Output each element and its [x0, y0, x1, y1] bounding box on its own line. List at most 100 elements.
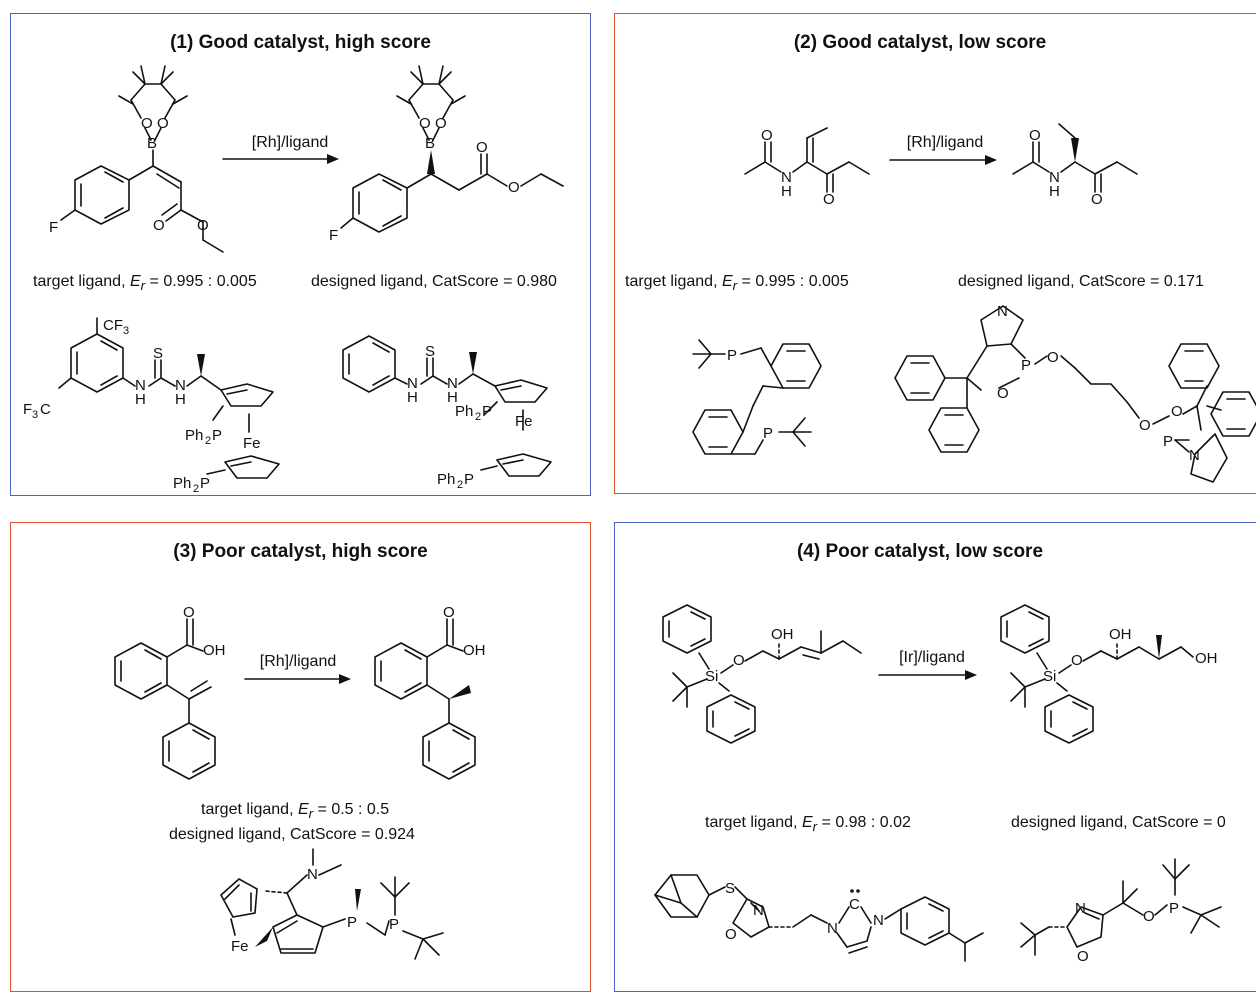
svg-text:N: N — [1049, 169, 1060, 186]
svg-text:3: 3 — [32, 409, 38, 421]
panel-3-reactant-structure: O OH — [114, 604, 226, 780]
svg-text:P: P — [1169, 900, 1179, 917]
panel-1-reagent: [Rh]/ligand — [251, 134, 329, 151]
svg-text:O: O — [997, 385, 1009, 402]
panel-1-target-caption: target ligand, Er = 0.995 : 0.005 — [33, 273, 257, 294]
svg-text:O: O — [197, 217, 209, 234]
svg-text:P: P — [389, 916, 399, 933]
svg-text:N: N — [447, 375, 458, 392]
panel-3-target-caption: target ligand, Er = 0.5 : 0.5 — [201, 801, 390, 822]
svg-text:Ph: Ph — [185, 427, 203, 444]
svg-text:Ph: Ph — [455, 403, 473, 420]
svg-text:O: O — [141, 115, 153, 132]
svg-text:O: O — [1143, 908, 1155, 925]
svg-text:O: O — [508, 179, 520, 196]
svg-text:P: P — [464, 471, 474, 488]
svg-text:Fe: Fe — [243, 435, 261, 452]
svg-text:Fe: Fe — [231, 938, 249, 955]
svg-text:CF: CF — [103, 317, 123, 334]
panel-2-target-caption: target ligand, Er = 0.995 : 0.005 — [625, 273, 849, 294]
svg-text:P: P — [727, 347, 737, 364]
panel-4-designed-caption: designed ligand, CatScore = 0 — [1011, 814, 1226, 831]
svg-text:S: S — [725, 880, 735, 897]
svg-text:2: 2 — [475, 411, 481, 423]
svg-text:2: 2 — [457, 479, 463, 491]
svg-text:O: O — [1029, 127, 1041, 144]
panel-2-target-ligand-structure: PP — [692, 339, 822, 455]
svg-text:2: 2 — [193, 483, 199, 495]
svg-text:O: O — [1091, 191, 1103, 208]
svg-text:F: F — [329, 227, 338, 244]
svg-text:P: P — [1021, 357, 1031, 374]
svg-text:O: O — [476, 139, 488, 156]
svg-text:F: F — [49, 219, 58, 236]
panel-2-title: (2) Good catalyst, low score — [793, 32, 1047, 53]
svg-text:O: O — [153, 217, 165, 234]
svg-text:H: H — [447, 389, 458, 406]
panel-2-reagent: [Rh]/ligand — [906, 134, 984, 151]
svg-text:P: P — [1163, 433, 1173, 450]
svg-text:N: N — [407, 375, 418, 392]
panel-2-reactant-structure: O NH O — [744, 127, 870, 208]
svg-text:OH: OH — [771, 626, 794, 643]
svg-text:O: O — [183, 604, 195, 621]
svg-text:O: O — [761, 127, 773, 144]
svg-text:O: O — [1047, 349, 1059, 366]
svg-text:Fe: Fe — [515, 413, 533, 430]
svg-text:OH: OH — [203, 642, 226, 659]
svg-text:O: O — [1139, 417, 1151, 434]
svg-text:O: O — [419, 115, 431, 132]
svg-text:C: C — [40, 401, 51, 418]
panel-4-reagent: [Ir]/ligand — [899, 649, 965, 666]
svg-text:O: O — [733, 652, 745, 669]
svg-text:OH: OH — [463, 642, 486, 659]
svg-text:P: P — [212, 427, 222, 444]
svg-text:O: O — [823, 191, 835, 208]
svg-text:H: H — [135, 391, 146, 408]
svg-text:H: H — [175, 391, 186, 408]
svg-text:OH: OH — [1195, 650, 1218, 667]
svg-text:O: O — [435, 115, 447, 132]
svg-text:OH: OH — [1109, 626, 1132, 643]
svg-text:O: O — [157, 115, 169, 132]
svg-text:N: N — [1075, 900, 1086, 917]
panel-1-designed-caption: designed ligand, CatScore = 0.980 — [311, 273, 557, 290]
svg-text:B: B — [425, 135, 435, 152]
svg-text:P: P — [763, 425, 773, 442]
panel-4-reaction-arrow — [878, 670, 977, 680]
panel-2-reaction-arrow — [889, 155, 997, 165]
panel-2-designed-caption: designed ligand, CatScore = 0.171 — [958, 273, 1204, 290]
svg-text:H: H — [407, 389, 418, 406]
svg-text:N: N — [753, 902, 764, 919]
svg-text:N: N — [307, 866, 318, 883]
svg-text:O: O — [1171, 403, 1183, 420]
svg-text:N: N — [135, 377, 146, 394]
panel-3-designed-caption: designed ligand, CatScore = 0.924 — [169, 826, 415, 843]
panel-3-reagent: [Rh]/ligand — [259, 653, 337, 670]
panel-4-target-caption: target ligand, Er = 0.98 : 0.02 — [705, 814, 911, 835]
svg-text:H: H — [781, 183, 792, 200]
svg-text:P: P — [200, 475, 210, 492]
svg-text:S: S — [425, 343, 435, 360]
svg-text:F: F — [23, 401, 32, 418]
svg-text:N: N — [781, 169, 792, 186]
svg-text:O: O — [725, 926, 737, 943]
svg-text:O: O — [1071, 652, 1083, 669]
svg-text:2: 2 — [205, 435, 211, 447]
svg-text:Ph: Ph — [437, 471, 455, 488]
svg-text:N: N — [997, 303, 1008, 320]
svg-text:H: H — [1049, 183, 1060, 200]
panel-2-product-structure: O NH O — [1012, 123, 1138, 208]
svg-text:N: N — [873, 912, 884, 929]
panel-1-reaction-arrow — [222, 154, 339, 164]
svg-text:O: O — [1077, 948, 1089, 965]
panel-4-target-ligand-structure: SNO NCN — [654, 874, 984, 962]
svg-text:B: B — [147, 135, 157, 152]
svg-text:N: N — [827, 920, 838, 937]
svg-text:O: O — [443, 604, 455, 621]
